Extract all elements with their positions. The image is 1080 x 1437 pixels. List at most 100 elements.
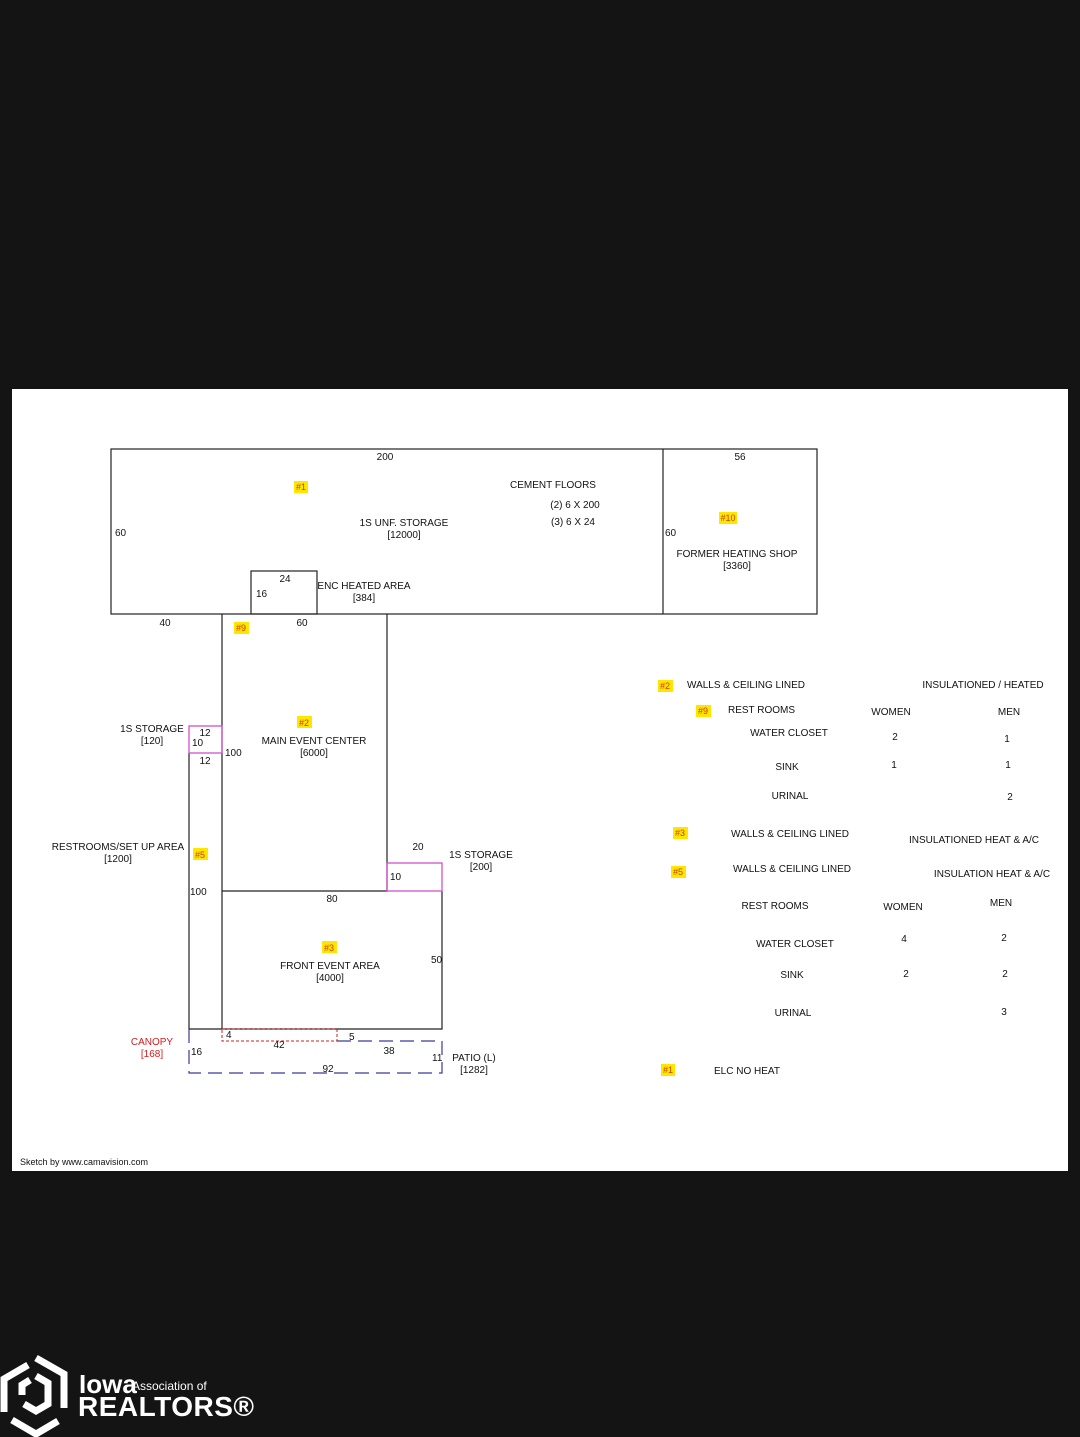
label: Iowa <box>79 1369 137 1399</box>
label: MEN <box>998 707 1020 718</box>
label: #9 <box>698 706 708 716</box>
area-labels: 1S UNF. STORAGE [12000] FORMER HEATING S… <box>52 480 798 1076</box>
label: REALTORS® <box>78 1391 255 1422</box>
tag-9: #9 <box>236 623 246 633</box>
dim: 10 <box>192 738 204 749</box>
dim: 42 <box>273 1040 285 1051</box>
dim: 24 <box>279 574 291 585</box>
dim: 40 <box>159 618 171 629</box>
label: 3 <box>1001 1007 1007 1018</box>
label: WALLS & CEILING LINED <box>733 864 851 875</box>
label: 1 <box>891 760 897 771</box>
label: 1 <box>1004 734 1010 745</box>
dim: 5 <box>349 1032 355 1043</box>
label: [1200] <box>104 854 132 865</box>
sketch-credit: Sketch by www.camavision.com <box>20 1157 148 1167</box>
label: 2 <box>1001 933 1007 944</box>
label: #3 <box>675 828 685 838</box>
tag-2: #2 <box>299 718 309 728</box>
tag-1: #1 <box>296 482 306 492</box>
label: #2 <box>660 681 670 691</box>
label: REST ROOMS <box>728 705 795 716</box>
label: FRONT EVENT AREA <box>280 961 380 972</box>
label: REST ROOMS <box>741 901 808 912</box>
dim: 56 <box>734 452 746 463</box>
label: #1 <box>663 1065 673 1075</box>
notes-legend: #2 WALLS & CEILING LINED INSULATIONED / … <box>658 680 1050 1077</box>
label: [120] <box>141 736 163 747</box>
label: SINK <box>775 762 799 773</box>
label: [4000] <box>316 973 344 984</box>
label: 1S STORAGE <box>120 724 184 735</box>
label: URINAL <box>775 1008 812 1019</box>
area-tags: #1 #10 #9 #2 #5 #3 <box>193 481 737 953</box>
storage-200-outline <box>386 862 443 892</box>
label: WALLS & CEILING LINED <box>731 829 849 840</box>
label: WATER CLOSET <box>750 728 828 739</box>
label: FORMER HEATING SHOP <box>677 549 798 560</box>
dim: 60 <box>296 618 308 629</box>
iowa-realtors-logo: Iowa Association of REALTORS® <box>0 1354 255 1437</box>
label: [200] <box>470 862 492 873</box>
dim: 12 <box>199 728 211 739</box>
sketch-panel <box>12 389 1068 1171</box>
dim: 100 <box>225 748 242 759</box>
dim: 100 <box>190 887 207 898</box>
dim: 16 <box>191 1047 203 1058</box>
label: CANOPY <box>131 1037 174 1048</box>
dim: 16 <box>256 589 268 600</box>
label: WATER CLOSET <box>756 939 834 950</box>
dim: 50 <box>431 955 443 966</box>
dim: 38 <box>383 1046 395 1057</box>
label: [6000] <box>300 748 328 759</box>
label: PATIO (L) <box>452 1053 496 1064</box>
dim: 80 <box>326 894 338 905</box>
label: INSULATIONED HEAT & A/C <box>909 835 1039 846</box>
dim: 12 <box>199 756 211 767</box>
dim: 11 <box>432 1053 443 1064</box>
label: [1282] <box>460 1065 488 1076</box>
label: ELC NO HEAT <box>714 1066 780 1077</box>
label: (3) 6 X 24 <box>551 517 595 528</box>
patio-outline <box>188 1029 443 1074</box>
tag-10: #10 <box>720 513 735 523</box>
label: 1S UNF. STORAGE <box>360 518 449 529</box>
enc-heated-wall <box>250 570 318 615</box>
dim: 200 <box>377 452 394 463</box>
dim: 60 <box>665 528 677 539</box>
dim: 10 <box>390 872 402 883</box>
label: 1 <box>1005 760 1011 771</box>
label: RESTROOMS/SET UP AREA <box>52 842 185 853</box>
building-outline <box>110 448 818 1074</box>
label: 2 <box>892 732 898 743</box>
dim: 60 <box>115 528 127 539</box>
label: #5 <box>673 867 683 877</box>
label: [168] <box>141 1049 163 1060</box>
label: 2 <box>903 969 909 980</box>
label: INSULATIONED / HEATED <box>922 680 1043 691</box>
label: 1S STORAGE <box>449 850 513 861</box>
label: [3360] <box>723 561 751 572</box>
label: INSULATION HEAT & A/C <box>934 869 1050 880</box>
dim: 20 <box>412 842 424 853</box>
label: Association of <box>132 1379 207 1393</box>
label: WOMEN <box>871 707 910 718</box>
unf-storage-wall <box>110 448 818 615</box>
label: 2 <box>1007 792 1013 803</box>
tag-3: #3 <box>324 943 334 953</box>
label: MAIN EVENT CENTER <box>262 736 367 747</box>
label: WALLS & CEILING LINED <box>687 680 805 691</box>
label: [12000] <box>387 530 421 541</box>
label: 4 <box>901 934 907 945</box>
dim: 92 <box>322 1064 334 1075</box>
storage-120-outline <box>188 725 223 754</box>
label: MEN <box>990 898 1012 909</box>
label: SINK <box>780 970 804 981</box>
tag-5: #5 <box>195 850 205 860</box>
label: (2) 6 X 200 <box>550 500 600 511</box>
dim: 4 <box>226 1030 232 1041</box>
label: [384] <box>353 593 375 604</box>
cement-floors-title: CEMENT FLOORS <box>510 480 596 491</box>
hexagon-logo-icon <box>0 1354 68 1437</box>
